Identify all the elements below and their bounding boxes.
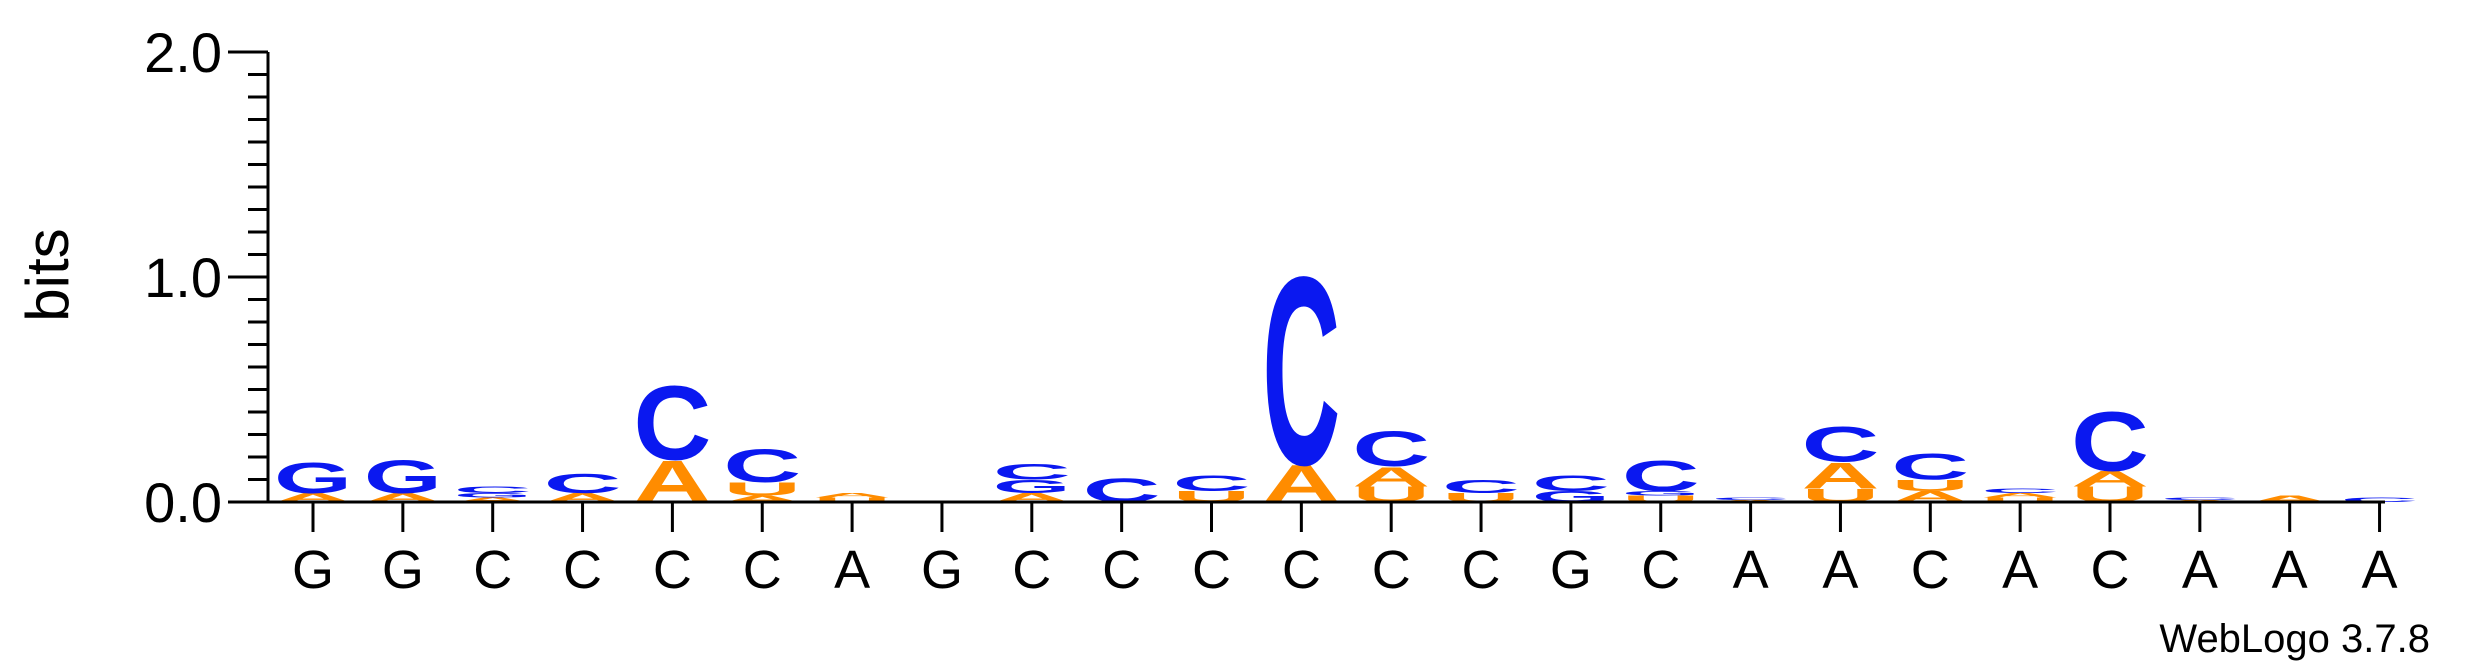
x-tick-label: C	[1372, 540, 1411, 600]
logo-letter-C: C	[1442, 476, 1520, 497]
logo-letter-C: C	[993, 460, 1071, 485]
logo-letter-C: C	[723, 440, 801, 492]
logo-letter-G: G	[454, 492, 532, 499]
x-tick-label: A	[1733, 540, 1769, 600]
logo-letter-A: A	[454, 496, 532, 503]
logo-letter-C: C	[1891, 446, 1969, 488]
logo-letter-A: A	[723, 494, 801, 504]
y-tick-label: 0.0	[144, 471, 222, 534]
x-tick-label: C	[1462, 540, 1501, 600]
x-tick-label: C	[563, 540, 602, 600]
logo-letter-U: U	[1891, 477, 1969, 494]
logo-letter-A: A	[2251, 494, 2329, 504]
logo-letter-U: U	[723, 479, 801, 500]
weblogo-credit: WebLogo 3.7.8	[2159, 617, 2430, 661]
y-ticks: 0.0 1.0 2.0	[144, 21, 268, 534]
logo-letter-C: C	[454, 485, 532, 495]
logo-letter-A: A	[2071, 466, 2149, 491]
logo-letter-U: U	[1622, 494, 1700, 504]
logo-letter-G: G	[1622, 490, 1700, 497]
logo-letter-C: C	[2341, 496, 2419, 503]
y-tick-label: 2.0	[144, 21, 222, 84]
x-tick-label: A	[2272, 540, 2308, 600]
logo-letter-C: C	[1622, 451, 1700, 500]
logo-letter-C: C	[1981, 487, 2059, 494]
logo-letter-C: C	[1712, 497, 1790, 500]
x-tick-label: C	[2091, 540, 2130, 600]
logo-letter-C: C	[633, 363, 711, 482]
logo-letter-C: C	[1262, 222, 1340, 521]
logo-letter-U: U	[813, 496, 891, 503]
x-tick-label: C	[743, 540, 782, 600]
x-tick-label: C	[1192, 540, 1231, 600]
x-tick-label: C	[1641, 540, 1680, 600]
logo-letter-G: G	[364, 450, 442, 503]
x-tick-label: C	[653, 540, 692, 600]
logo-letter-C: C	[1352, 421, 1430, 477]
x-tick-label: G	[1550, 540, 1592, 600]
logo-letter-C: C	[1173, 471, 1251, 496]
logo-letter-C: C	[2161, 497, 2239, 500]
logo-letter-C: C	[1532, 471, 1610, 496]
logo-letter-C: C	[2071, 394, 2149, 489]
x-tick-label: A	[2182, 540, 2218, 600]
logo-letter-U: U	[1981, 496, 2059, 503]
x-tick-label: A	[2002, 540, 2038, 600]
logo-letter-C: C	[544, 468, 622, 499]
x-tick-label: C	[1102, 540, 1141, 600]
logo-letter-A: A	[813, 492, 891, 499]
logo-letter-C: C	[1801, 416, 1879, 472]
x-tick-label: C	[473, 540, 512, 600]
logo-letter-G: G	[993, 476, 1071, 497]
x-tick-label: A	[2362, 540, 2398, 600]
logo-letter-A: A	[1981, 492, 2059, 499]
x-tick-label: G	[382, 540, 424, 600]
x-tick-label: G	[921, 540, 963, 600]
y-tick-label: 1.0	[144, 246, 222, 309]
logo-letters: AGAGAGCACACAUCUAAGCCUCACUACUCGCUGCACUACA…	[274, 222, 2419, 521]
x-tick-label: C	[1282, 540, 1321, 600]
logo-letter-A: A	[1352, 461, 1430, 492]
x-tick-label: C	[1911, 540, 1950, 600]
logo-letter-G: G	[274, 454, 352, 503]
y-axis-label: bits	[14, 228, 81, 321]
logo-letter-A: A	[1801, 455, 1879, 497]
x-tick-label: G	[292, 540, 334, 600]
x-tick-label: C	[1012, 540, 1051, 600]
x-tick-label: A	[1822, 540, 1858, 600]
x-tick-label: A	[834, 540, 870, 600]
